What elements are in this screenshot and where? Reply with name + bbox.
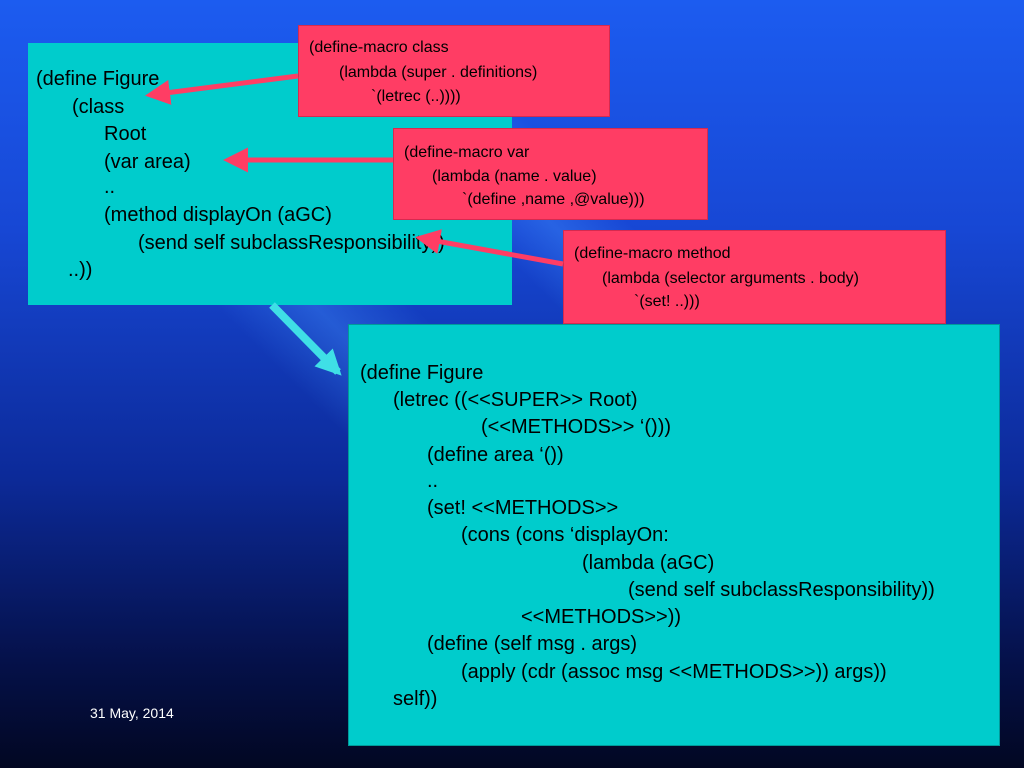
macro-line: (define-macro method	[574, 245, 731, 262]
code-line: (define area ‘())	[427, 444, 564, 466]
code-line: ..	[427, 470, 439, 492]
var-macro-note: (define-macro var (lambda (name . value)…	[393, 128, 708, 220]
expansion-arrow	[269, 302, 342, 376]
code-line: <<METHODS>>))	[521, 606, 682, 628]
code-line: (send self subclassResponsibility))	[138, 232, 445, 254]
code-line: (class	[72, 96, 125, 118]
macro-line: `(letrec (..))))	[371, 88, 461, 105]
macro-line: `(set! ..)))	[634, 293, 700, 310]
code-line: (cons (cons ‘displayOn:	[461, 524, 669, 546]
class-macro-arrow	[145, 73, 299, 105]
macro-line: (lambda (super . definitions)	[339, 64, 538, 81]
code-line: (method displayOn (aGC)	[104, 204, 332, 226]
code-line: (<<METHODS>> ‘()))	[481, 416, 672, 438]
class-macro-note: (define-macro class (lambda (super . def…	[298, 25, 610, 117]
macro-line: `(define ,name ,@value)))	[462, 191, 645, 208]
method-macro-note: (define-macro method (lambda (selector a…	[563, 230, 946, 324]
code-line: (apply (cdr (assoc msg <<METHODS>>)) arg…	[461, 661, 887, 683]
code-line: self))	[393, 688, 438, 710]
code-line: (send self subclassResponsibility))	[628, 579, 935, 601]
code-line: (define Figure	[360, 362, 484, 384]
macro-line: (define-macro class	[309, 39, 449, 56]
expanded-code-panel: (define Figure (letrec ((<<SUPER>> Root)…	[348, 324, 1000, 746]
code-line: Root	[104, 123, 147, 145]
method-macro-arrow	[415, 229, 564, 267]
macro-line: (define-macro var	[404, 144, 530, 161]
code-line: (var area)	[104, 151, 191, 173]
code-line: (define (self msg . args)	[427, 633, 638, 655]
code-line: ..	[104, 176, 116, 198]
code-line: (letrec ((<<SUPER>> Root)	[393, 389, 638, 411]
macro-line: (lambda (selector arguments . body)	[602, 270, 859, 287]
code-line: (set! <<METHODS>>	[427, 497, 619, 519]
code-line: ..))	[68, 259, 93, 281]
macro-line: (lambda (name . value)	[432, 168, 597, 185]
code-line: (lambda (aGC)	[582, 552, 715, 574]
slide-date: 31 May, 2014	[90, 705, 174, 721]
